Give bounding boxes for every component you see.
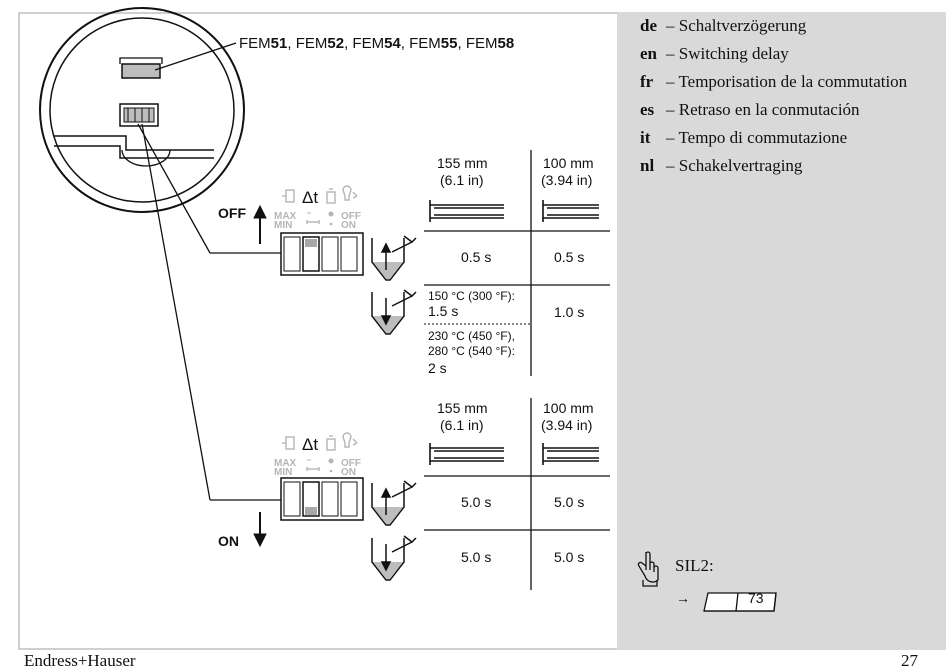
top-col1-header-line2: (6.1 in): [440, 172, 484, 188]
language-sidebar: [617, 12, 946, 650]
top-row2-col1-temp-a: 150 °C (300 °F):: [428, 289, 515, 303]
state-on-label: ON: [341, 220, 356, 231]
lang-row-de: de– Schaltverzögerung: [640, 16, 807, 35]
state-off-label: OFF: [341, 211, 361, 222]
model-prefix: FEM: [295, 35, 328, 52]
top-row2-col1-temp-b1: 230 °C (450 °F),: [428, 329, 515, 343]
bottom-row2-col1: 5.0 s: [461, 549, 492, 565]
top-row2-col1-val-a: 1.5 s: [428, 303, 459, 319]
model-separator: ,: [457, 35, 466, 52]
lang-row-en: en– Switching delay: [640, 44, 789, 63]
sil-label: SIL2:: [675, 556, 714, 575]
on-label: ON: [218, 533, 239, 549]
top-col2-header-line2: (3.94 in): [541, 172, 593, 188]
top-row2-col2: 1.0 s: [554, 304, 585, 320]
top-col2-header-line1: 100 mm: [543, 155, 594, 171]
top-row2-col1-val-b: 2 s: [428, 360, 447, 376]
top-row1-col2: 0.5 s: [554, 249, 585, 265]
bottom-row1-col2: 5.0 s: [554, 494, 585, 510]
footer-page-number: 27: [901, 651, 918, 670]
bottom-row2-col2: 5.0 s: [554, 549, 585, 565]
state-on-label: ON: [341, 467, 356, 478]
model-separator: ,: [400, 35, 410, 52]
sil-arrow: →: [676, 590, 690, 606]
model-prefix: FEM: [409, 35, 441, 52]
delta-t-label: Δt: [302, 435, 319, 454]
model-prefix: FEM: [239, 35, 271, 52]
top-row1-col1: 0.5 s: [461, 249, 492, 265]
model-separator: ,: [287, 35, 296, 52]
hand-pointer-icon: [637, 551, 659, 587]
model-number: 54: [384, 35, 401, 52]
model-label: FEM51, FEM52, FEM54, FEM55, FEM58: [239, 35, 514, 52]
top-col1-header-line1: 155 mm: [437, 155, 488, 171]
min-label: MIN: [274, 220, 293, 231]
model-number: 55: [440, 35, 458, 52]
delta-t-label: Δt: [302, 188, 319, 207]
bottom-row1-col1: 5.0 s: [461, 494, 492, 510]
book-icon: [703, 592, 777, 612]
model-separator: ,: [344, 35, 353, 52]
lang-row-fr: fr– Temporisation de la commutation: [640, 72, 908, 91]
bottom-col2-header-line1: 100 mm: [543, 400, 594, 416]
footer-brand: Endress+Hauser: [24, 651, 136, 670]
bottom-col2-header-line2: (3.94 in): [541, 417, 593, 433]
model-number: 52: [327, 35, 345, 52]
max-label: MAX: [274, 211, 297, 222]
bottom-col1-header-line2: (6.1 in): [440, 417, 484, 433]
bottom-col1-header-line1: 155 mm: [437, 400, 488, 416]
model-number: 58: [497, 35, 515, 52]
book-page-ref: 73: [748, 590, 764, 606]
model-prefix: FEM: [352, 35, 385, 52]
state-off-label: OFF: [341, 458, 361, 469]
min-label: MIN: [274, 467, 293, 478]
max-label: MAX: [274, 458, 297, 469]
off-label: OFF: [218, 205, 246, 221]
lang-row-nl: nl– Schakelvertraging: [640, 156, 803, 175]
model-prefix: FEM: [465, 35, 498, 52]
model-number: 51: [270, 35, 288, 52]
lang-row-es: es– Retraso en la conmutación: [640, 100, 860, 119]
top-row2-col1-temp-b2: 280 °C (540 °F):: [428, 344, 515, 358]
lang-row-it: it– Tempo di commutazione: [640, 128, 848, 147]
